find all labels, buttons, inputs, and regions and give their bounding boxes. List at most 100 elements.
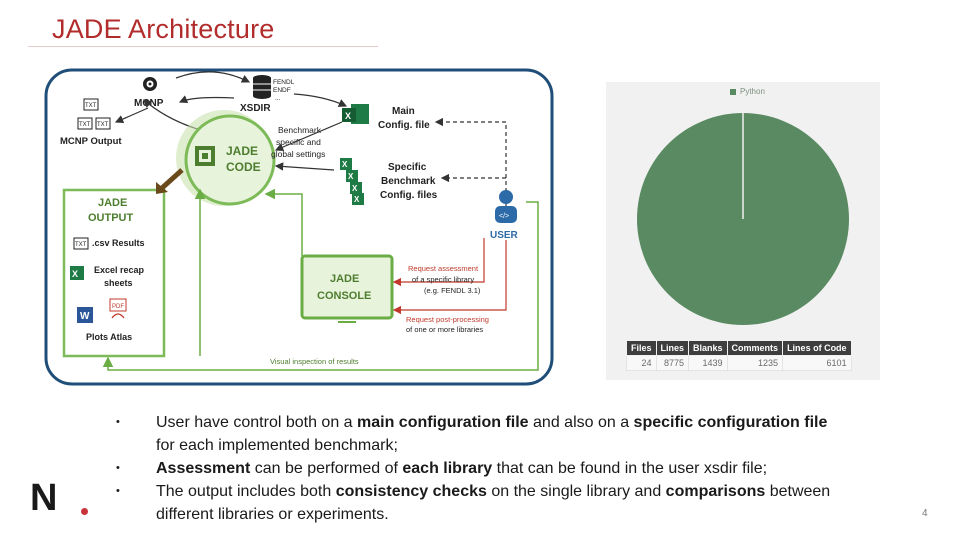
legend-label: Python xyxy=(740,87,765,96)
svg-text:X: X xyxy=(345,111,351,121)
mcnp-icon xyxy=(143,77,157,91)
language-pie-chart xyxy=(637,113,849,325)
pdf-icon: PDF xyxy=(109,298,127,319)
txt-file-icon: TXT xyxy=(73,237,89,250)
arrow-library-to-config xyxy=(293,93,348,107)
library-fendl: FENDL xyxy=(273,79,295,86)
legend-swatch xyxy=(730,88,736,95)
library-more: ... xyxy=(275,95,281,102)
bullet-list: • User have control both on a main config… xyxy=(110,411,850,526)
svg-text:X: X xyxy=(348,172,354,181)
diagram-frame xyxy=(44,68,554,386)
excel-recap-label-1: Excel recap xyxy=(94,265,145,275)
request-postprocessing-label-1: Request post-processing xyxy=(406,315,489,324)
user-label: USER xyxy=(490,230,519,241)
csv-results-label: .csv Results xyxy=(92,238,145,248)
jade-code-label-2: CODE xyxy=(226,160,261,174)
arrow-mcnp-to-output xyxy=(114,107,149,124)
benchmark-settings-label-1: Benchmark xyxy=(278,125,322,135)
title-underline xyxy=(28,46,378,47)
arrow-specific-to-code xyxy=(274,162,335,171)
bullet-item: • User have control both on a main config… xyxy=(110,411,850,457)
user-icon: </> xyxy=(495,190,517,223)
arrow-mcnp-to-library xyxy=(175,71,251,83)
arrow-console-to-code-right xyxy=(264,188,303,256)
arrow-visual-inspection xyxy=(102,201,539,371)
stats-cell: 6101 xyxy=(782,355,852,371)
request-assessment-label-2: of a specific library xyxy=(412,275,474,284)
svg-text:TXT: TXT xyxy=(79,122,91,128)
bullet-marker: • xyxy=(116,462,120,474)
xsdir-label: XSDIR xyxy=(240,103,271,114)
stats-cell: 24 xyxy=(626,355,657,371)
jade-output-label-2: OUTPUT xyxy=(88,212,134,224)
request-assessment-label-1: Request assessment xyxy=(408,264,479,273)
txt-file-icon: TXT xyxy=(95,117,111,130)
bullet-text: User have control both on a main configu… xyxy=(156,414,828,454)
specific-config-label-1: Specific xyxy=(388,162,427,173)
page-number: 4 xyxy=(922,508,928,519)
excel-stack-icon: X X X X xyxy=(340,158,364,205)
main-config-label-2: Config. file xyxy=(378,120,430,131)
request-postprocessing-label-2: of one or more libraries xyxy=(406,325,483,334)
txt-file-icon: TXT xyxy=(77,117,93,130)
svg-text:X: X xyxy=(72,269,78,279)
stats-column-header: Lines of Code xyxy=(782,340,852,356)
excel-icon: X xyxy=(342,104,369,124)
library-endf: ENDF xyxy=(273,87,291,94)
arrow-code-to-output-body xyxy=(160,168,184,190)
company-logo: N xyxy=(30,477,58,519)
stats-cell: 1235 xyxy=(726,355,784,371)
word-icon: W xyxy=(77,307,93,323)
jade-output-label-1: JADE xyxy=(98,197,127,209)
logo-dot xyxy=(81,508,88,515)
visual-inspection-label: Visual inspection of results xyxy=(270,357,359,366)
svg-text:X: X xyxy=(352,184,358,193)
plots-atlas-label: Plots Atlas xyxy=(86,332,132,342)
specific-config-label-3: Config. files xyxy=(380,190,438,201)
svg-text:X: X xyxy=(354,195,360,204)
bullet-item: • Assessment can be performed of each lib… xyxy=(110,457,850,480)
architecture-diagram: MCNP TXT TXT TXT MCNP Output FENDL ENDF … xyxy=(44,68,554,386)
arrow-code-to-output-head xyxy=(156,182,168,194)
stats-column-header: Lines xyxy=(655,340,690,356)
svg-text:</>: </> xyxy=(499,213,509,220)
arrow-user-request-postprocessing xyxy=(392,240,507,315)
txt-file-icon: TXT xyxy=(83,98,99,111)
svg-text:PDF: PDF xyxy=(112,304,124,310)
bullet-item: • The output includes both consistency ch… xyxy=(110,480,850,526)
svg-text:TXT: TXT xyxy=(85,103,97,109)
excel-icon: X xyxy=(70,266,84,280)
svg-text:TXT: TXT xyxy=(75,242,87,248)
jade-code-label-1: JADE xyxy=(226,144,258,158)
mcnp-output-label: MCNP Output xyxy=(60,136,122,147)
benchmark-settings-label-2: specific and xyxy=(276,137,321,147)
arrow-user-request-assessment xyxy=(392,238,485,287)
main-config-label-1: Main xyxy=(392,106,415,117)
bullet-marker: • xyxy=(116,416,120,428)
jade-code-node xyxy=(184,114,276,206)
stats-column-header: Comments xyxy=(726,340,784,356)
slide-title: JADE Architecture xyxy=(52,14,275,44)
bullet-marker: • xyxy=(116,485,120,497)
jade-console-box xyxy=(300,254,394,320)
benchmark-settings-label-3: global settings xyxy=(271,149,325,159)
stats-column-header: Blanks xyxy=(688,340,728,356)
arrow-config-to-code xyxy=(274,121,343,152)
stats-cell: 8775 xyxy=(655,355,690,371)
bullet-text: The output includes both consistency che… xyxy=(156,483,831,523)
excel-recap-label-2: sheets xyxy=(104,278,133,288)
stats-cell: 1439 xyxy=(688,355,728,371)
arrow-xsdir-to-mcnp xyxy=(178,95,235,104)
chart-legend: Python xyxy=(730,87,765,96)
bullet-text: Assessment can be performed of each libr… xyxy=(156,460,768,477)
chip-icon xyxy=(195,146,215,166)
database-icon xyxy=(253,75,271,99)
request-assessment-label-3: (e.g. FENDL 3.1) xyxy=(424,286,481,295)
svg-text:TXT: TXT xyxy=(97,122,109,128)
specific-config-label-2: Benchmark xyxy=(381,176,436,187)
